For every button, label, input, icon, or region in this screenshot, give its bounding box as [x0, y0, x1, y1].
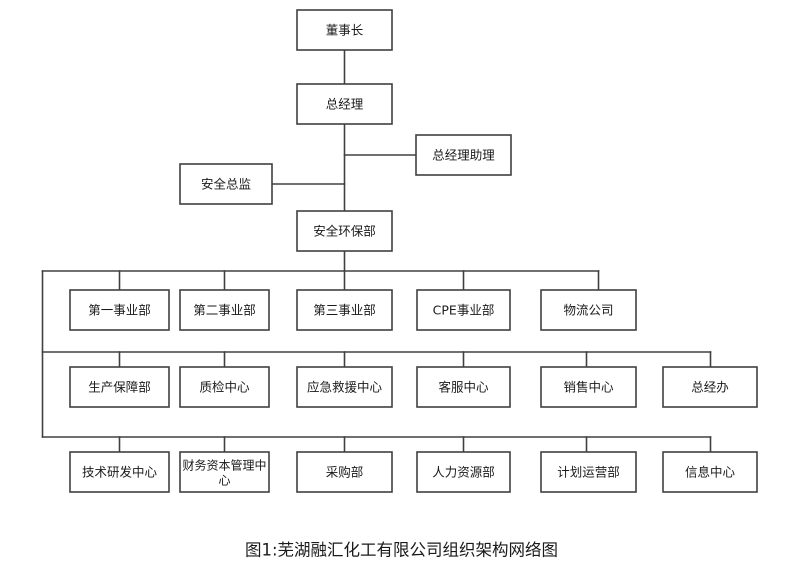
node-business-unit-2[interactable]: 第二事业部	[179, 289, 270, 331]
node-center-5[interactable]: 销售中心	[540, 366, 637, 408]
node-safety-director-box	[179, 163, 273, 205]
node-safety-env-dept-label: 安全环保部	[313, 224, 376, 239]
node-center-3-box	[296, 366, 393, 408]
node-chairman-label: 董事长	[326, 23, 364, 38]
node-function-3-label: 采购部	[326, 465, 364, 480]
node-function-2-label-line2: 心	[218, 474, 230, 488]
node-center-5-label: 销售中心	[563, 380, 614, 395]
node-center-3[interactable]: 应急救援中心	[296, 366, 393, 408]
node-function-6[interactable]: 信息中心	[662, 451, 758, 493]
node-safety-env-dept-box	[296, 210, 393, 252]
node-business-unit-1[interactable]: 第一事业部	[69, 289, 170, 331]
node-center-5-box	[540, 366, 637, 408]
node-function-5-box	[540, 451, 637, 493]
figure-caption: 图1:芜湖融汇化工有限公司组织架构网络图	[245, 541, 558, 560]
node-function-2-label: 财务资本管理中	[182, 458, 266, 473]
node-function-6-label: 信息中心	[685, 465, 736, 480]
node-business-unit-cpe-label: CPE事业部	[433, 303, 495, 318]
node-function-4[interactable]: 人力资源部	[416, 451, 511, 493]
node-business-unit-3-box	[296, 289, 393, 331]
node-function-4-label: 人力资源部	[432, 465, 495, 480]
node-function-1-box	[69, 451, 170, 493]
node-function-1-label: 技术研发中心	[82, 465, 158, 480]
node-function-2[interactable]: 财务资本管理中 心	[179, 451, 270, 493]
node-business-unit-3[interactable]: 第三事业部	[296, 289, 393, 331]
node-function-5[interactable]: 计划运营部	[540, 451, 637, 493]
node-function-3[interactable]: 采购部	[296, 451, 393, 493]
node-business-unit-2-label: 第二事业部	[193, 303, 256, 318]
node-logistics-company-label: 物流公司	[563, 303, 613, 318]
node-center-1[interactable]: 生产保障部	[69, 366, 170, 408]
node-logistics-company[interactable]: 物流公司	[540, 289, 637, 331]
node-gm-assistant-box	[415, 134, 512, 176]
node-gm-assistant-label: 总经理助理	[432, 148, 495, 163]
node-business-unit-2-box	[179, 289, 270, 331]
node-center-4-label: 客服中心	[438, 380, 489, 395]
node-center-6-box	[662, 366, 758, 408]
node-safety-director[interactable]: 安全总监	[179, 163, 273, 205]
node-chairman-box	[296, 9, 393, 51]
node-function-5-label: 计划运营部	[557, 465, 620, 480]
node-center-6[interactable]: 总经办	[662, 366, 758, 408]
node-function-3-box	[296, 451, 393, 493]
node-center-2[interactable]: 质检中心	[179, 366, 270, 408]
node-function-2-box	[179, 451, 270, 493]
node-center-4[interactable]: 客服中心	[416, 366, 511, 408]
connector-group	[41, 49, 712, 453]
node-safety-director-label: 安全总监	[201, 177, 251, 192]
node-chairman[interactable]: 董事长	[296, 9, 393, 51]
node-general-manager-box	[296, 83, 393, 125]
row-centers: 生产保障部 质检中心 应急救援中心 客服中心 销售中心 总经办	[69, 366, 758, 408]
node-business-unit-1-label: 第一事业部	[88, 303, 151, 318]
node-general-manager[interactable]: 总经理	[296, 83, 393, 125]
node-center-1-label: 生产保障部	[88, 380, 151, 395]
node-business-unit-3-label: 第三事业部	[313, 303, 376, 318]
node-center-3-label: 应急救援中心	[307, 380, 383, 395]
node-general-manager-label: 总经理	[326, 97, 364, 112]
node-center-2-label: 质检中心	[199, 380, 250, 395]
row-functions: 技术研发中心 财务资本管理中 心 采购部 人力资源部 计划运营部 信息中心	[69, 451, 758, 493]
node-center-1-box	[69, 366, 170, 408]
node-gm-assistant[interactable]: 总经理助理	[415, 134, 512, 176]
node-business-unit-cpe-box	[416, 289, 511, 331]
node-function-4-box	[416, 451, 511, 493]
node-business-unit-cpe[interactable]: CPE事业部	[416, 289, 511, 331]
node-logistics-company-box	[540, 289, 637, 331]
node-center-2-box	[179, 366, 270, 408]
node-center-4-box	[416, 366, 511, 408]
node-business-unit-1-box	[69, 289, 170, 331]
node-function-6-box	[662, 451, 758, 493]
row-business-units: 第一事业部 第二事业部 第三事业部 CPE事业部 物流公司	[69, 289, 637, 331]
node-safety-env-dept[interactable]: 安全环保部	[296, 210, 393, 252]
node-center-6-label: 总经办	[691, 380, 729, 395]
node-function-1[interactable]: 技术研发中心	[69, 451, 170, 493]
